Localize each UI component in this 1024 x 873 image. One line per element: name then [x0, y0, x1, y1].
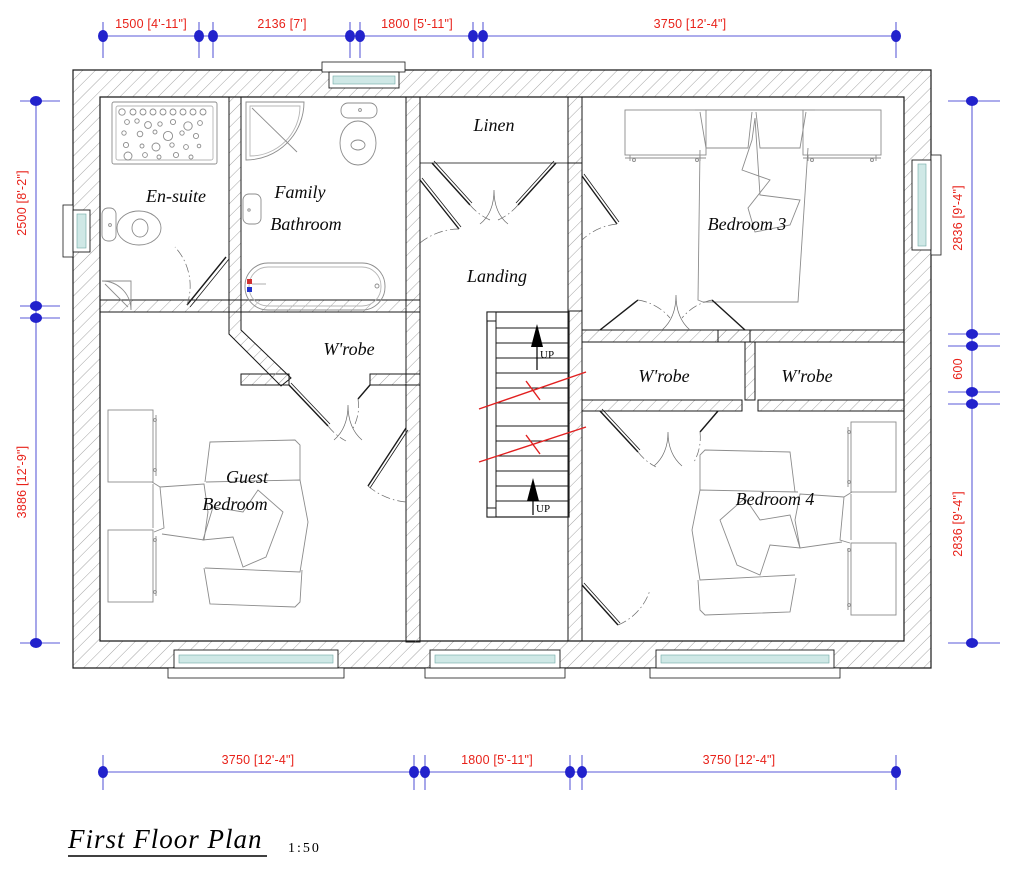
- shower-bathroom: [245, 101, 305, 161]
- dim-bottom-2: 1800 [5'-11"]: [461, 753, 533, 767]
- basin-bathroom: [242, 193, 262, 225]
- door-ensuite: [174, 246, 230, 308]
- staircase: [478, 311, 587, 518]
- door-bedroom3-wrobes: [599, 294, 746, 331]
- angled-wall-right: [717, 329, 751, 343]
- drawing-scale: 1:50: [288, 841, 321, 856]
- shower-tray-ensuite: [111, 101, 218, 165]
- dim-top-3: 1800 [5'-11"]: [381, 17, 453, 31]
- room-label-bedroom-3: Bedroom 3: [708, 214, 787, 234]
- furniture-group: [107, 109, 897, 616]
- window-left: [62, 204, 91, 258]
- door-linen: [431, 160, 557, 225]
- bathtub: [244, 262, 386, 311]
- room-label-wrobe-2: W'robe: [638, 366, 689, 386]
- internal-partitions: [99, 96, 905, 643]
- dim-top-2: 2136 [7']: [257, 17, 306, 31]
- door-guest-bedroom: [367, 427, 409, 503]
- dim-chain-right: 2836 [9'-4"] 600 2836 [9'-4"]: [948, 96, 1000, 648]
- windows-group: [62, 61, 942, 679]
- door-bedroom-4: [581, 582, 651, 626]
- dim-left-2: 3886 [12'-9"]: [15, 446, 29, 519]
- room-label-wrobe-1: W'robe: [323, 339, 374, 359]
- room-label-bedroom-4: Bedroom 4: [736, 489, 815, 509]
- door-wrobe-right-pair: [599, 408, 719, 468]
- room-label-linen: Linen: [472, 115, 514, 135]
- room-label-family-bathroom-line2: Bathroom: [270, 214, 341, 234]
- dim-right-1: 2836 [9'-4"]: [951, 185, 965, 251]
- dim-right-3: 2836 [9'-4"]: [951, 491, 965, 557]
- room-label-landing: Landing: [466, 266, 527, 286]
- angled-wrobe-walls: [228, 311, 292, 387]
- dim-top-4: 3750 [12'-4"]: [654, 17, 727, 31]
- room-label-guest-bedroom-line1: Guest: [226, 467, 269, 487]
- basin-ensuite: [101, 280, 132, 311]
- window-bottom-mid: [424, 649, 566, 679]
- sanitary-fittings: [101, 101, 386, 311]
- window-top: [321, 61, 406, 89]
- wc-bathroom: [339, 102, 378, 166]
- doors-group: [174, 160, 746, 626]
- room-label-en-suite: En-suite: [145, 186, 206, 206]
- window-bottom-left: [167, 649, 345, 679]
- page-title: First Floor Plan: [67, 824, 263, 854]
- dim-chain-bottom: 3750 [12'-4"] 1800 [5'-11"] 3750 [12'-4"…: [98, 753, 901, 790]
- door-wrobe-left: [288, 382, 371, 442]
- title-block: First Floor Plan 1:50: [67, 824, 321, 857]
- room-label-family-bathroom-line1: Family: [274, 182, 326, 202]
- bed-guest-bedroom: [107, 409, 309, 608]
- bed-bedroom-3: [624, 109, 882, 303]
- wc-ensuite: [101, 207, 162, 246]
- window-bottom-right: [649, 649, 841, 679]
- door-bedroom-3: [581, 173, 620, 241]
- dim-bottom-3: 3750 [12'-4"]: [703, 753, 776, 767]
- room-outlines: [99, 96, 905, 331]
- walls-group: [72, 69, 932, 669]
- stair-up-label-lower: UP: [536, 503, 550, 515]
- dim-chain-top: 1500 [4'-11"] 2136 [7'] 1800 [5'-11"] 37…: [98, 17, 901, 58]
- dim-left-1: 2500 [8'-2"]: [15, 170, 29, 236]
- door-family-bathroom: [419, 177, 462, 244]
- dim-top-1: 1500 [4'-11"]: [115, 17, 187, 31]
- window-right-upper: [911, 154, 942, 256]
- dim-chain-left: 2500 [8'-2"] 3886 [12'-9"]: [15, 96, 60, 648]
- stair-up-arrow-lower: [527, 478, 539, 515]
- bed-bedroom-4: [691, 421, 897, 616]
- room-label-wrobe-3: W'robe: [781, 366, 832, 386]
- dim-bottom-1: 3750 [12'-4"]: [222, 753, 295, 767]
- room-label-guest-bedroom-line2: Bedroom: [202, 494, 267, 514]
- room-labels-group: En-suite Family Bathroom Linen Bedroom 3…: [145, 115, 833, 515]
- stair-up-arrow-upper: [531, 324, 543, 370]
- stair-up-label-upper: UP: [540, 349, 554, 361]
- dimensions-group: 1500 [4'-11"] 2136 [7'] 1800 [5'-11"] 37…: [15, 17, 1000, 790]
- stair-break-lines: [478, 371, 587, 463]
- dim-right-2: 600: [951, 358, 965, 379]
